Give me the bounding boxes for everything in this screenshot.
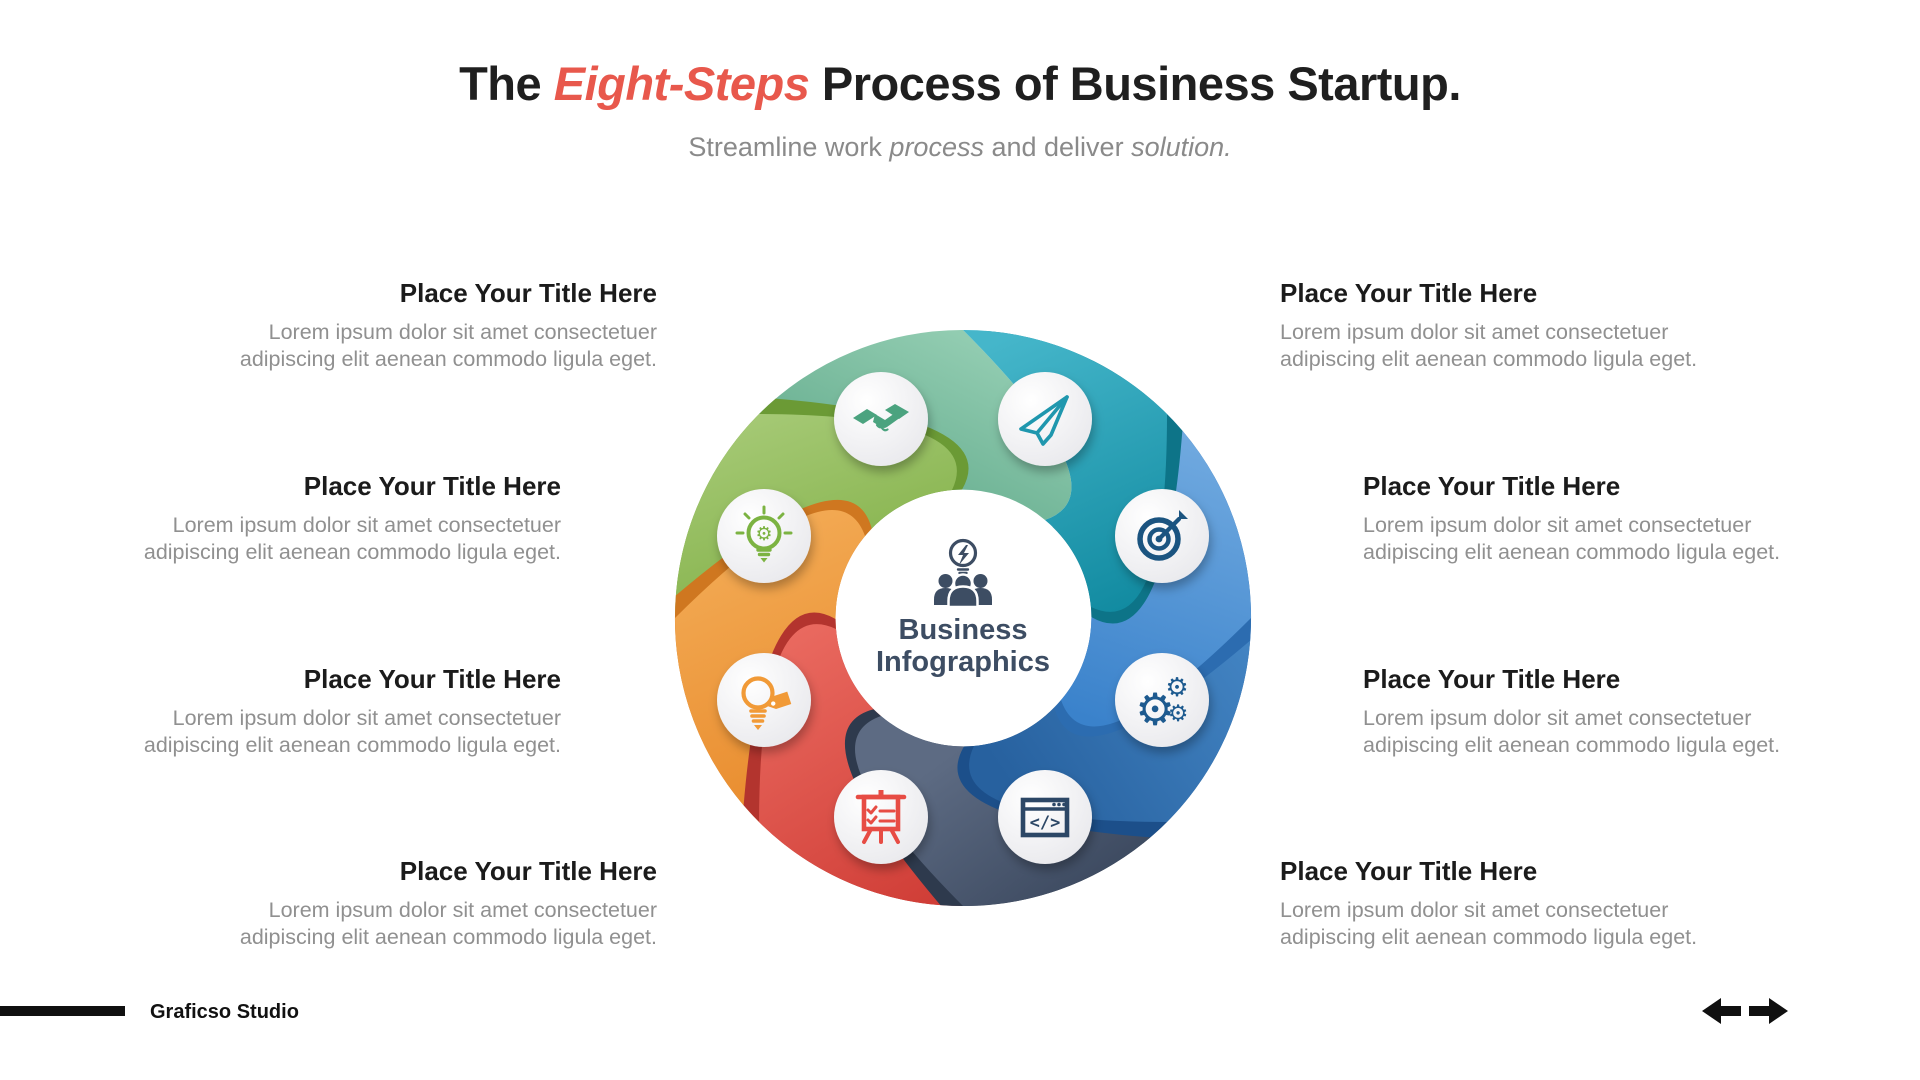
step-title: Place Your Title Here: [1280, 856, 1538, 886]
gears-icon: ⚙ ⚙ ⚙: [1135, 673, 1188, 736]
wheel-icons: ⚙ ⚙ ⚙ </>: [717, 372, 1209, 864]
step-title: Place Your Title Here: [399, 856, 657, 886]
step-body: Lorem ipsum dolor sit amet consectetuer …: [1280, 898, 1698, 950]
step-body: Lorem ipsum dolor sit amet consectetuer …: [1363, 513, 1781, 565]
step-title: Place Your Title Here: [1363, 664, 1621, 694]
step-body: Lorem ipsum dolor sit amet consectetuer …: [239, 320, 657, 372]
step-text-block: Place Your Title Here Lorem ipsum dolor …: [1363, 664, 1783, 759]
step-body: Lorem ipsum dolor sit amet consectetuer …: [143, 706, 561, 758]
icon-circle: [998, 372, 1092, 466]
icon-circle: [998, 770, 1092, 864]
icon-circle: [834, 770, 928, 864]
step-text-block: Place Your Title Here Lorem ipsum dolor …: [141, 471, 561, 566]
presentation-board-icon: [855, 790, 907, 844]
icon-circle: [717, 653, 811, 747]
svg-text:⚙: ⚙: [1168, 701, 1189, 727]
step-title: Place Your Title Here: [1280, 278, 1538, 308]
page-subtitle: Streamline work process and deliver solu…: [0, 132, 1920, 163]
title-suffix: Process of Business Startup.: [809, 57, 1461, 110]
bulb-gear-icon: ⚙: [735, 505, 793, 563]
step-title: Place Your Title Here: [399, 278, 657, 308]
target-icon: [1137, 510, 1188, 561]
center-title-line2: Infographics: [876, 646, 1050, 678]
icon-circle: [1115, 653, 1209, 747]
step-text-block: Place Your Title Here Lorem ipsum dolor …: [1363, 471, 1783, 566]
team-idea-icon: [934, 538, 992, 609]
idea-tag-icon: [741, 676, 792, 730]
step-text-block: Place Your Title Here Lorem ipsum dolor …: [1280, 278, 1700, 373]
title-prefix: The: [459, 57, 554, 110]
step-text-block: Place Your Title Here Lorem ipsum dolor …: [141, 664, 561, 759]
brand-bar: [0, 1006, 125, 1016]
handshake-icon: [853, 404, 909, 432]
next-arrow-button[interactable]: [1749, 998, 1788, 1024]
prev-arrow-button[interactable]: [1702, 998, 1741, 1024]
center-emblem: Business Infographics: [876, 538, 1050, 678]
subtitle-italic-word: solution.: [1131, 132, 1232, 162]
center-title-line1: Business: [899, 614, 1028, 646]
step-title: Place Your Title Here: [303, 471, 561, 501]
svg-text:</>: </>: [1030, 813, 1061, 833]
step-text-block: Place Your Title Here Lorem ipsum dolor …: [237, 278, 657, 373]
subtitle-text: Streamline work: [688, 132, 890, 162]
svg-text:⚙: ⚙: [1165, 673, 1188, 703]
step-text-block: Place Your Title Here Lorem ipsum dolor …: [237, 856, 657, 951]
step-title: Place Your Title Here: [303, 664, 561, 694]
code-window-icon: </>: [1020, 797, 1070, 838]
subtitle-italic-word: process: [889, 132, 984, 162]
svg-text:⚙: ⚙: [1135, 685, 1174, 736]
page-title: The Eight-Steps Process of Business Star…: [0, 56, 1920, 111]
brand-name: Graficso Studio: [150, 1001, 299, 1023]
svg-text:⚙: ⚙: [755, 523, 772, 545]
subtitle-text: and deliver: [983, 132, 1132, 162]
step-body: Lorem ipsum dolor sit amet consectetuer …: [1280, 320, 1698, 372]
step-body: Lorem ipsum dolor sit amet consectetuer …: [1363, 706, 1781, 758]
icon-circle: [717, 489, 811, 583]
step-body: Lorem ipsum dolor sit amet consectetuer …: [143, 513, 561, 565]
step-body: Lorem ipsum dolor sit amet consectetuer …: [239, 898, 657, 950]
title-highlight: Eight-Steps: [553, 57, 810, 110]
step-title: Place Your Title Here: [1363, 471, 1621, 501]
step-text-block: Place Your Title Here Lorem ipsum dolor …: [1280, 856, 1700, 951]
slide-nav: [1702, 998, 1788, 1024]
process-wheel: ⚙ ⚙ ⚙ </>: [659, 329, 1267, 922]
paper-plane-icon: [1019, 395, 1069, 446]
